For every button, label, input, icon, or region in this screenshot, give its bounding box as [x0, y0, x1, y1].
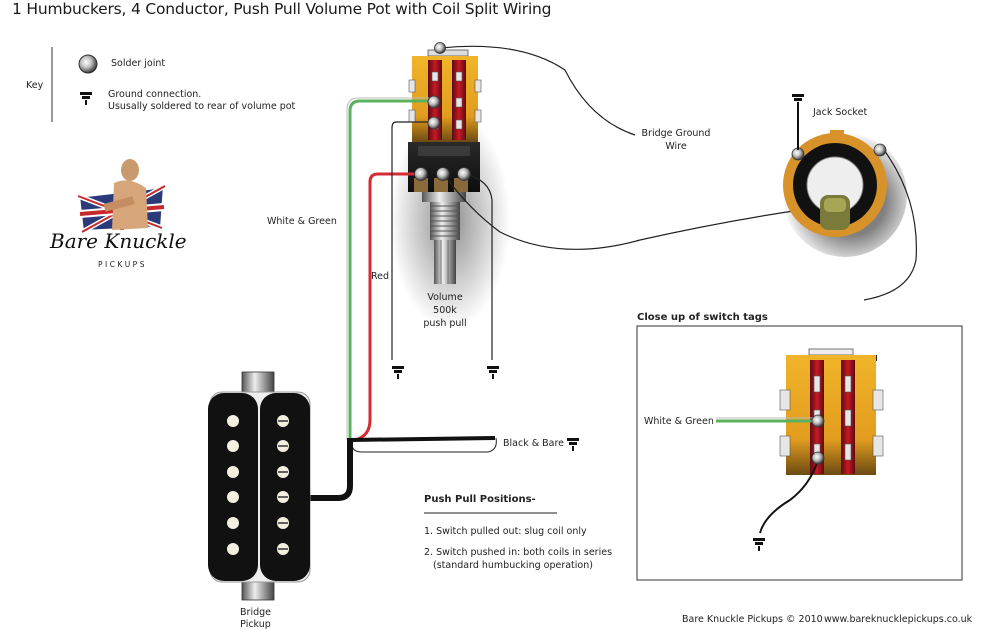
label-bridge-pickup-1: Bridge [240, 607, 271, 618]
footer-url[interactable]: www.bareknucklepickups.co.uk [824, 614, 973, 625]
logo-sub: PICKUPS [98, 260, 147, 269]
label-bridge-ground-2: Wire [665, 141, 687, 152]
label-black-bare: Black & Bare [503, 438, 565, 449]
slug-screws [278, 420, 288, 550]
ground-icon [753, 538, 765, 551]
jack-socket [783, 130, 907, 257]
solder-joint-icon [78, 54, 98, 74]
humbucker-pickup [208, 371, 311, 601]
solder-joint [811, 414, 825, 428]
push-pull-item-1: 1. Switch pulled out: slug coil only [424, 526, 587, 537]
push-pull-item-2b: (standard humbucking operation) [433, 560, 593, 571]
pot-shaft [434, 240, 456, 284]
closeup-heading: Close up of switch tags [637, 312, 768, 323]
closeup-wire-ground [759, 459, 819, 534]
label-red: Red [371, 271, 390, 282]
label-bridge-ground-1: Bridge Ground [641, 128, 711, 139]
ground-icon [392, 366, 404, 379]
ground-icon [792, 94, 804, 107]
label-bridge-pickup-2: Pickup [240, 619, 271, 630]
wire-white [346, 97, 432, 440]
key-solder-text: Solder joint [111, 58, 166, 69]
logo-image [75, 159, 168, 235]
push-pull-heading: Push Pull Positions- [424, 494, 536, 505]
ground-icon [567, 438, 579, 451]
closeup-switch [779, 348, 884, 475]
closeup-frame [636, 325, 963, 581]
wire-switch-ground [391, 121, 432, 360]
wire-bare [351, 437, 497, 453]
ground-icon [487, 366, 499, 379]
label-volume-3: push pull [423, 318, 467, 329]
switch-top-bracket [427, 49, 469, 57]
key-label: Key [26, 80, 44, 91]
solder-joint [811, 451, 825, 465]
label-white-green: White & Green [267, 216, 337, 227]
pot-bushing-base [422, 192, 466, 202]
logo-brand: Bare Knuckle [50, 229, 187, 253]
solder-joint [414, 42, 471, 181]
label-volume-1: Volume [427, 292, 463, 303]
key-ground-text-2: Ususally soldered to rear of volume pot [108, 101, 296, 112]
label-jack-socket: Jack Socket [813, 107, 868, 118]
key-ground-text-1: Ground connection. [108, 89, 202, 100]
wire-red [354, 172, 421, 442]
diagram-title: 1 Humbuckers, 4 Conductor, Push Pull Vol… [12, 0, 552, 18]
wire-output [444, 175, 801, 250]
footer-copyright: Bare Knuckle Pickups © 2010 [682, 614, 823, 625]
switch-body [412, 56, 478, 142]
wire-green [348, 99, 432, 440]
pickup-cable [308, 438, 353, 501]
push-pull-item-2: 2. Switch pushed in: both coils in serie… [424, 547, 613, 558]
pot-lugs [414, 178, 468, 192]
ground-icon [80, 92, 92, 105]
closeup-wire-label: White & Green [644, 416, 714, 427]
label-volume-2: 500k [433, 305, 457, 316]
wire-black [349, 436, 496, 442]
pot-thread [430, 202, 460, 240]
wire-bridge-ground [440, 45, 636, 136]
